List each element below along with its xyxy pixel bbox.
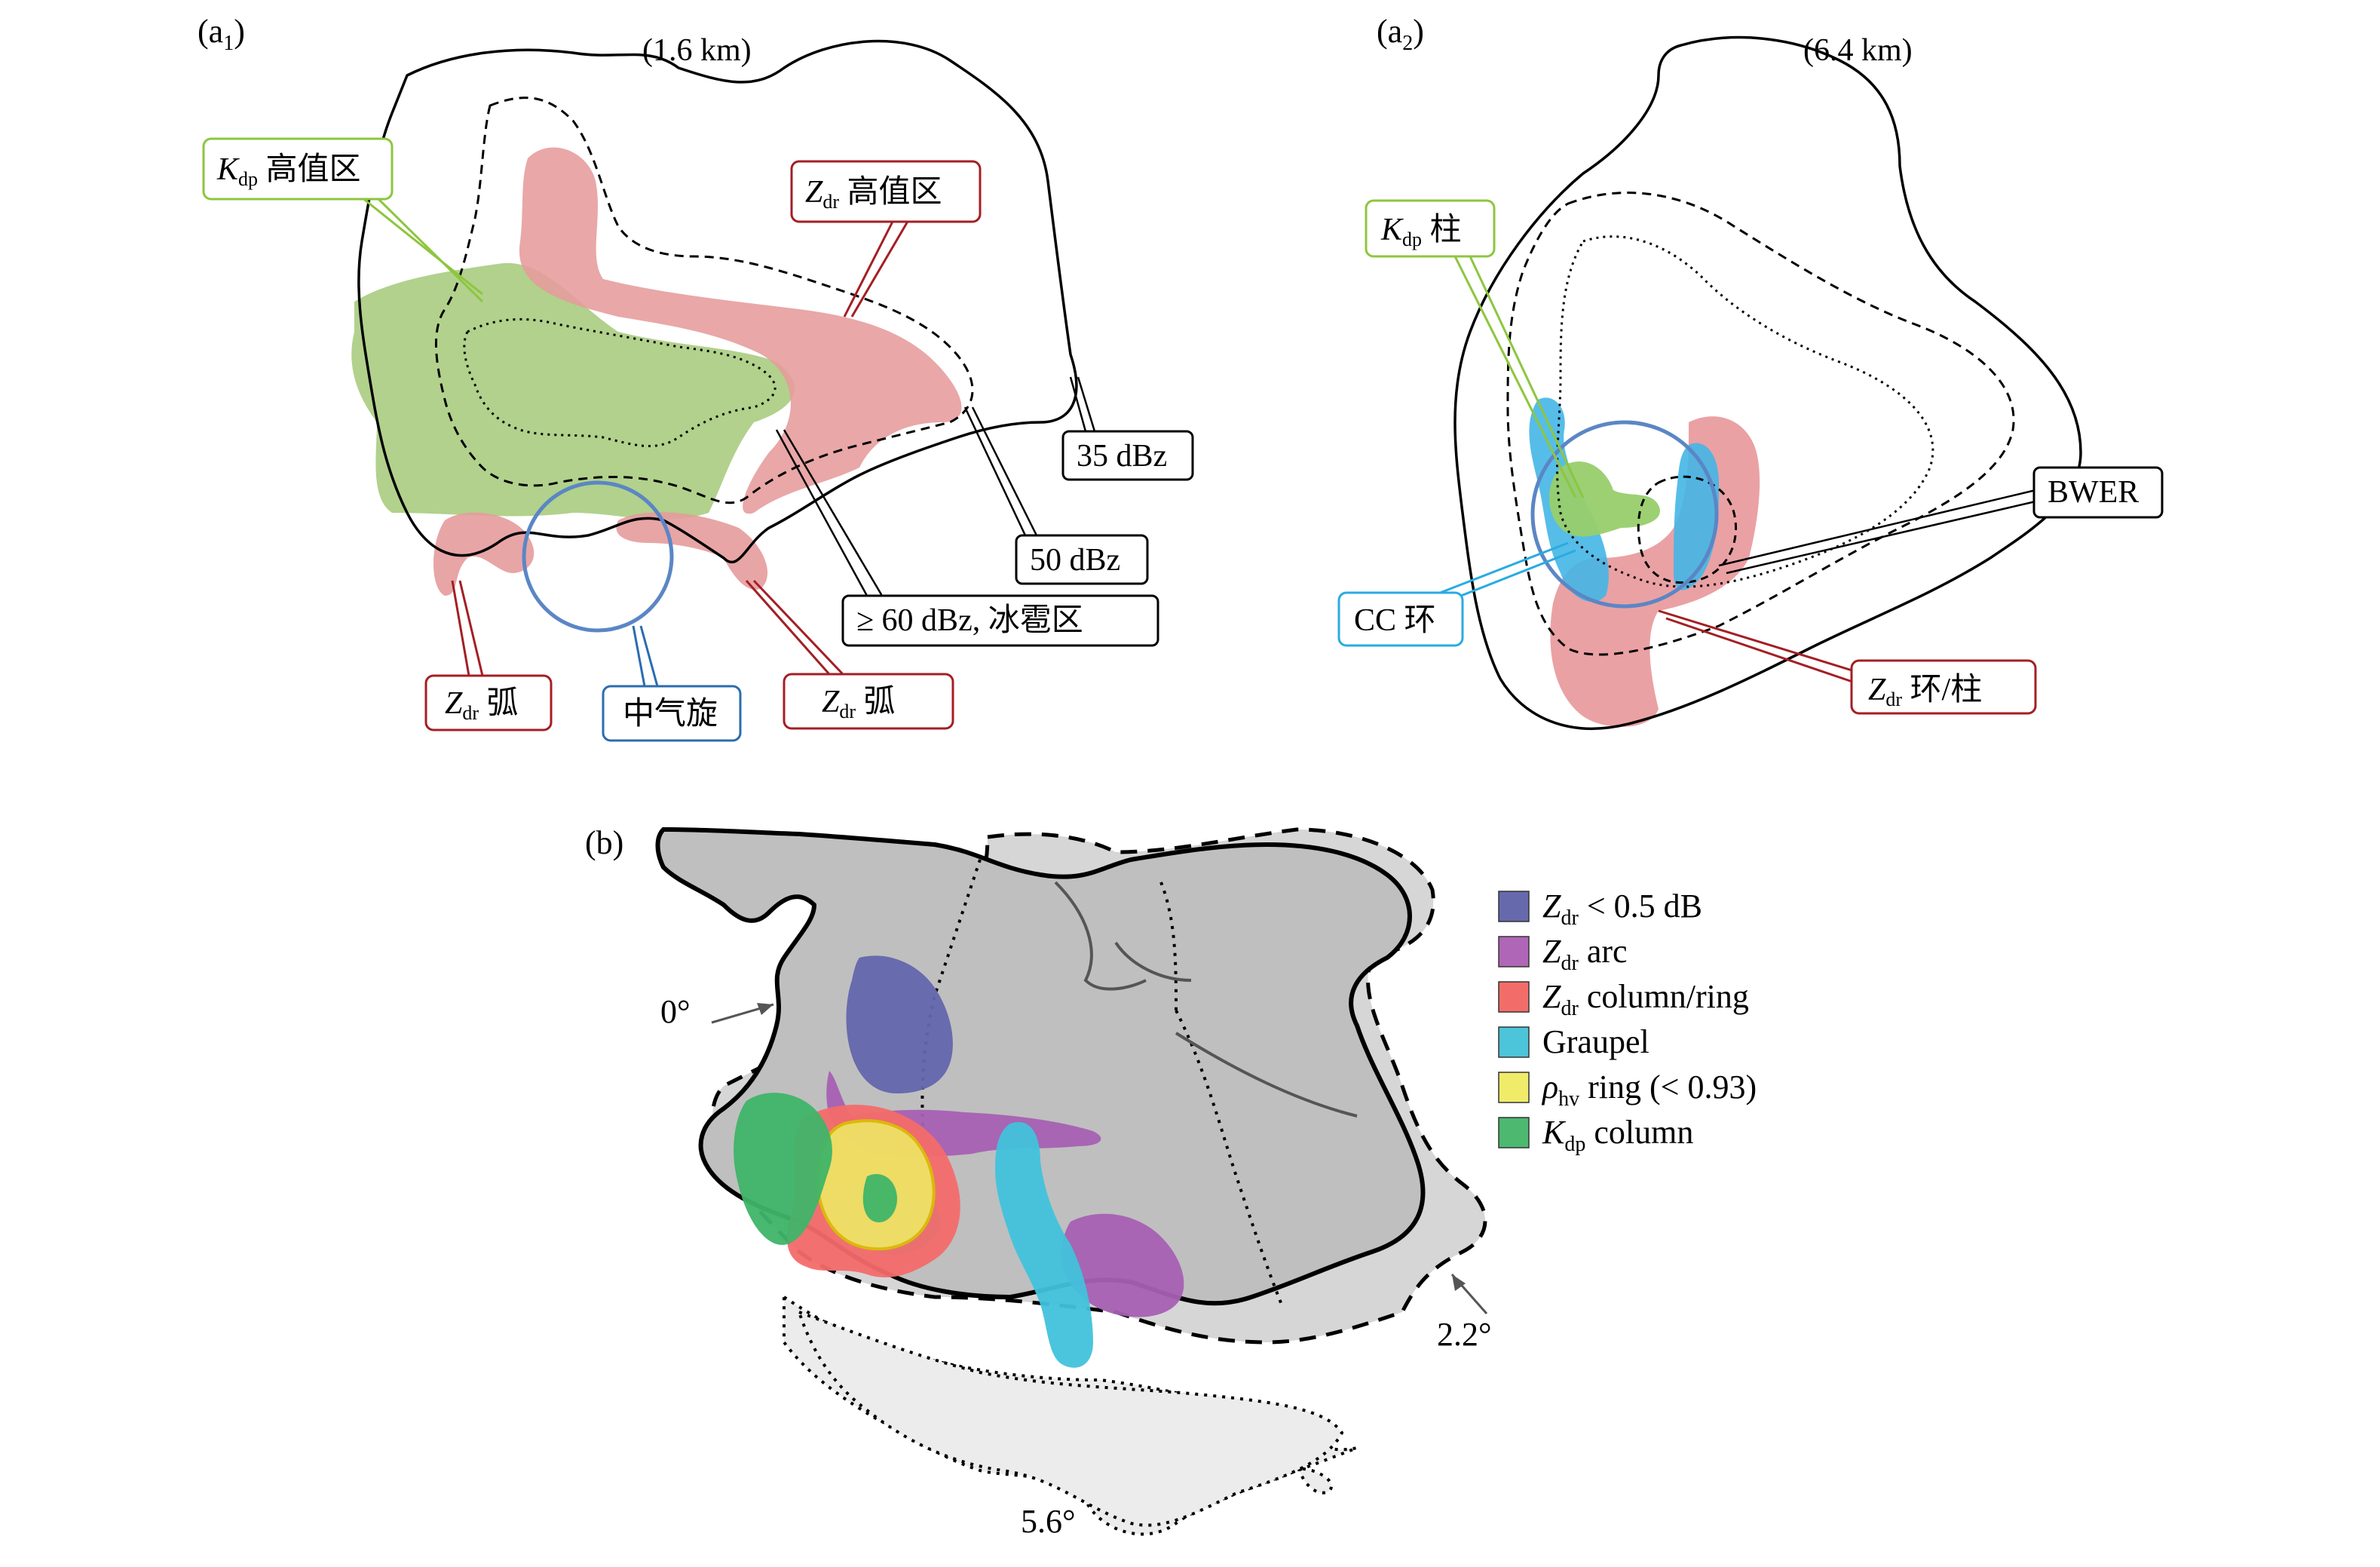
a1-callout-zdr-arc-left: Zdr 弧: [426, 581, 551, 730]
a1-callout-zdr-high: Zdr 高值区: [792, 161, 980, 317]
b-angle-0: 0°: [660, 993, 691, 1030]
svg-text:35 dBz: 35 dBz: [1077, 439, 1167, 474]
legend-item-zdr-arc: Zdr arc: [1499, 933, 1628, 975]
svg-text:Zdr 环/柱: Zdr 环/柱: [1868, 673, 1982, 710]
a1-callout-mesocyclone: 中气旋: [603, 626, 740, 741]
svg-text:BWER: BWER: [2048, 475, 2139, 510]
a1-callout-35dbz: 35 dBz: [1063, 377, 1193, 480]
legend-item-kdp-column: Kdp column: [1499, 1114, 1693, 1156]
svg-text:Graupel: Graupel: [1542, 1023, 1649, 1060]
svg-text:ρhv ring (< 0.93): ρhv ring (< 0.93): [1541, 1069, 1757, 1111]
a2-callout-cc-ring: CC 环: [1339, 543, 1576, 646]
panel-b-label: (b): [585, 824, 623, 861]
svg-text:中气旋: 中气旋: [623, 697, 718, 731]
svg-text:Zdr arc: Zdr arc: [1542, 933, 1628, 975]
a2-contour-outer: [1455, 38, 2081, 729]
svg-text:Zdr 弧: Zdr 弧: [822, 685, 896, 722]
panel-a1: (a1) (1.6 km) Kdp 高值区 Zdr 高值区: [198, 13, 1193, 741]
svg-text:Zdr 弧: Zdr 弧: [445, 686, 519, 724]
legend-item-zdr-lt-0-5: Zdr < 0.5 dB: [1499, 888, 1702, 930]
svg-text:Kdp column: Kdp column: [1542, 1114, 1693, 1156]
svg-text:50 dBz: 50 dBz: [1030, 543, 1120, 578]
b-angle-2-2: 2.2°: [1437, 1316, 1492, 1353]
legend-item-rhohv-ring: ρhv ring (< 0.93): [1499, 1069, 1757, 1111]
legend-item-zdr-column-ring: Zdr column/ring: [1499, 978, 1749, 1020]
a2-callout-bwer: BWER: [1719, 468, 2162, 573]
panel-a2: (a2) (6.4 km) Kdp 柱 BWER: [1339, 13, 2162, 728]
svg-text:Zdr column/ring: Zdr column/ring: [1542, 978, 1749, 1020]
svg-text:Kdp 高值区: Kdp 高值区: [216, 152, 361, 190]
b-angle-5-6: 5.6°: [1021, 1503, 1076, 1540]
svg-text:CC 环: CC 环: [1354, 603, 1436, 638]
panel-a2-label: (a2): [1377, 13, 1424, 55]
panel-b: (b) 0° 2.2° 5.6°: [585, 824, 1757, 1540]
b-angle-0-arrowhead: [757, 1003, 773, 1015]
svg-text:≥ 60 dBz, 冰雹区: ≥ 60 dBz, 冰雹区: [856, 603, 1083, 638]
panel-a1-height: (1.6 km): [642, 33, 752, 68]
panel-a1-label: (a1): [198, 13, 245, 55]
svg-text:Zdr < 0.5 dB: Zdr < 0.5 dB: [1542, 888, 1702, 930]
legend-item-graupel: Graupel: [1499, 1023, 1649, 1060]
b-legend: Zdr < 0.5 dB Zdr arc Zdr column/ring Gra…: [1499, 888, 1757, 1156]
a2-callout-zdr-ring-column: Zdr 环/柱: [1659, 611, 2035, 713]
